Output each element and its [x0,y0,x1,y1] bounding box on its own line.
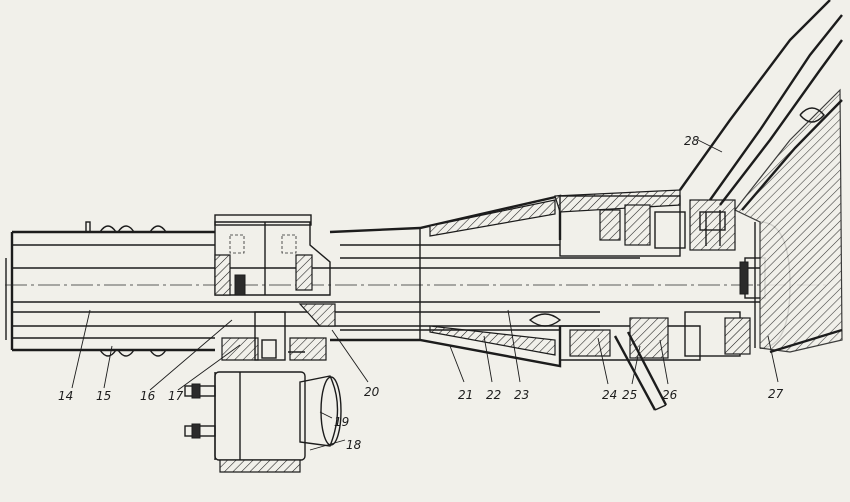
label-19: 19 [334,415,349,429]
label-28: 28 [684,134,700,148]
center-bracket [214,214,336,361]
label-15: 15 [96,389,111,403]
label-18: 18 [346,438,362,452]
lower-fitting [184,371,342,473]
label-20: 20 [364,385,380,399]
label-22: 22 [486,388,501,402]
label-25: 25 [622,388,637,402]
tapered-housing [329,194,640,368]
label-21: 21 [458,388,473,402]
main-shaft [5,267,830,327]
label-23: 23 [514,388,529,402]
part-labels: 14 15 16 17 18 19 20 21 22 23 24 25 26 2… [58,134,784,452]
label-14: 14 [58,389,73,403]
tube-clamps [85,221,167,357]
gear-housing [554,189,791,411]
label-24: 24 [602,388,617,402]
outer-tube [5,230,215,352]
label-27: 27 [768,387,784,401]
label-26: 26 [662,388,678,402]
outer-casing [679,0,843,354]
label-17: 17 [168,389,184,403]
label-16: 16 [140,389,156,403]
leader-lines [71,139,779,451]
